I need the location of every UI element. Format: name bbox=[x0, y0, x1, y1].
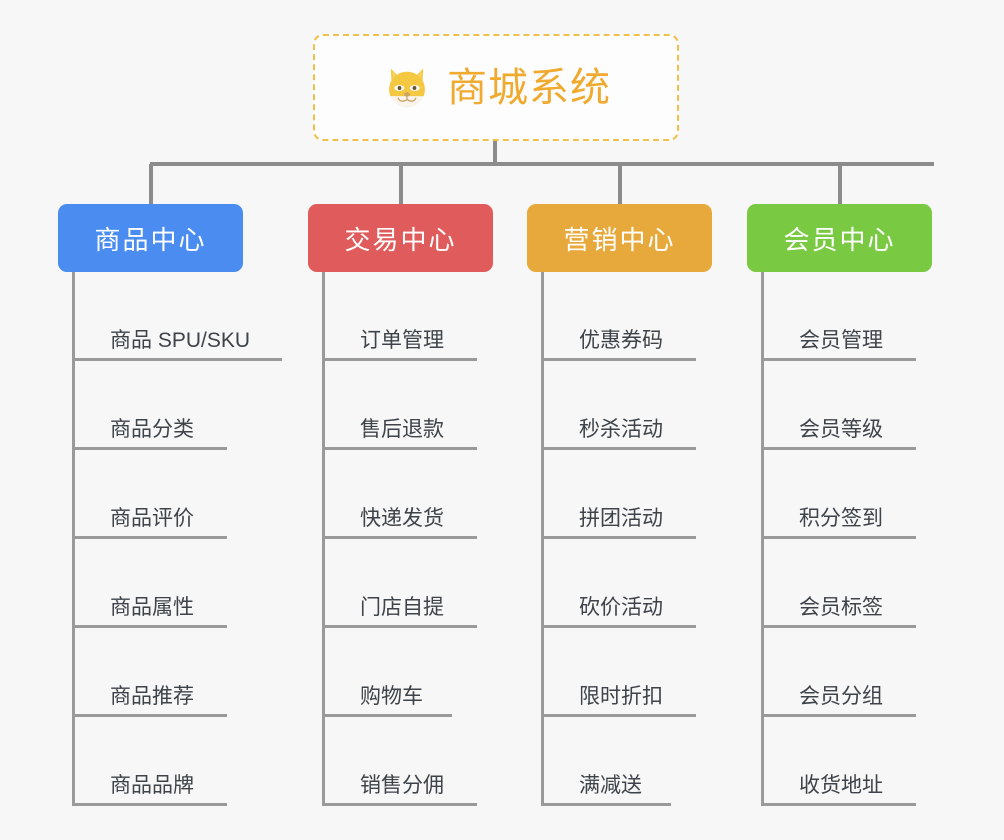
connector-root-stem bbox=[493, 141, 497, 164]
leaf-item-underline bbox=[541, 358, 696, 361]
leaf-item-underline bbox=[541, 447, 696, 450]
leaf-item[interactable]: 会员标签 bbox=[761, 539, 916, 628]
leaf-item-label: 订单管理 bbox=[360, 329, 444, 352]
category-label: 商品中心 bbox=[94, 224, 207, 255]
leaf-item-label: 积分签到 bbox=[799, 507, 883, 530]
leaf-item[interactable]: 购物车 bbox=[322, 628, 452, 717]
leaf-trunk bbox=[322, 272, 325, 806]
connector-drop-3 bbox=[617, 164, 622, 204]
leaf-item-underline bbox=[72, 714, 227, 717]
leaf-item-label: 商品 SPU/SKU bbox=[110, 329, 251, 352]
leaf-item-underline bbox=[761, 358, 916, 361]
leaf-item-label: 限时折扣 bbox=[579, 685, 663, 708]
leaf-item-label: 商品评价 bbox=[110, 507, 194, 530]
leaf-item-label: 砍价活动 bbox=[579, 596, 663, 619]
leaf-item-label: 门店自提 bbox=[360, 596, 444, 619]
leaf-item-underline bbox=[72, 536, 227, 539]
leaf-item-label: 购物车 bbox=[360, 685, 423, 708]
leaf-item[interactable]: 积分签到 bbox=[761, 450, 916, 539]
leaf-item-underline bbox=[322, 447, 477, 450]
leaf-item-label: 会员等级 bbox=[799, 418, 883, 441]
leaf-item[interactable]: 会员等级 bbox=[761, 361, 916, 450]
leaf-item[interactable]: 商品分类 bbox=[72, 361, 227, 450]
leaf-item-label: 收货地址 bbox=[799, 774, 883, 797]
leaf-item-underline bbox=[322, 358, 477, 361]
root-node-shopping-mall-system[interactable]: 商城系统 bbox=[313, 34, 679, 141]
leaf-item-label: 售后退款 bbox=[360, 418, 444, 441]
category-box-4[interactable]: 会员中心 bbox=[747, 204, 932, 272]
leaf-item[interactable]: 商品推荐 bbox=[72, 628, 227, 717]
root-node-title: 商城系统 bbox=[447, 65, 611, 110]
connector-drop-4 bbox=[837, 164, 842, 204]
category-box-2[interactable]: 交易中心 bbox=[308, 204, 493, 272]
leaf-item-underline bbox=[72, 803, 227, 806]
leaf-item-label: 快递发货 bbox=[360, 507, 444, 530]
leaf-item[interactable]: 拼团活动 bbox=[541, 450, 696, 539]
leaf-item-underline bbox=[322, 536, 477, 539]
leaf-item[interactable]: 商品评价 bbox=[72, 450, 227, 539]
leaf-item-underline bbox=[322, 714, 452, 717]
connector-drop-1 bbox=[148, 164, 153, 204]
leaf-item[interactable]: 快递发货 bbox=[322, 450, 477, 539]
leaf-item-underline bbox=[72, 358, 282, 361]
leaf-item[interactable]: 售后退款 bbox=[322, 361, 477, 450]
leaf-item[interactable]: 商品品牌 bbox=[72, 717, 227, 806]
leaf-item-label: 秒杀活动 bbox=[579, 418, 663, 441]
leaf-item-label: 商品推荐 bbox=[110, 685, 194, 708]
leaf-item-label: 商品属性 bbox=[110, 596, 194, 619]
leaf-item[interactable]: 收货地址 bbox=[761, 717, 916, 806]
leaf-item-underline bbox=[541, 714, 696, 717]
leaf-item[interactable]: 限时折扣 bbox=[541, 628, 696, 717]
leaf-item-underline bbox=[761, 536, 916, 539]
leaf-item-label: 优惠券码 bbox=[579, 329, 663, 352]
leaf-item-underline bbox=[761, 447, 916, 450]
leaf-item-label: 销售分佣 bbox=[360, 774, 444, 797]
leaf-item-label: 满减送 bbox=[579, 774, 642, 797]
shiba-dog-face-icon bbox=[389, 68, 425, 107]
category-box-3[interactable]: 营销中心 bbox=[527, 204, 712, 272]
leaf-item-label: 会员分组 bbox=[799, 685, 883, 708]
leaf-item-label: 会员管理 bbox=[799, 329, 883, 352]
leaf-item[interactable]: 商品属性 bbox=[72, 539, 227, 628]
leaf-trunk bbox=[541, 272, 544, 806]
leaf-trunk bbox=[72, 272, 75, 806]
leaf-item[interactable]: 销售分佣 bbox=[322, 717, 477, 806]
leaf-item[interactable]: 门店自提 bbox=[322, 539, 477, 628]
leaf-trunk bbox=[761, 272, 764, 806]
leaf-item[interactable]: 秒杀活动 bbox=[541, 361, 696, 450]
leaf-item-underline bbox=[761, 803, 916, 806]
leaf-item-label: 拼团活动 bbox=[579, 507, 663, 530]
leaf-item-underline bbox=[541, 803, 671, 806]
category-label: 营销中心 bbox=[563, 224, 676, 255]
leaf-item-underline bbox=[72, 625, 227, 628]
leaf-item[interactable]: 砍价活动 bbox=[541, 539, 696, 628]
leaf-item-underline bbox=[72, 447, 227, 450]
leaf-item-label: 会员标签 bbox=[799, 596, 883, 619]
leaf-item-underline bbox=[322, 803, 477, 806]
connector-drop-2 bbox=[398, 164, 403, 204]
leaf-item[interactable]: 满减送 bbox=[541, 717, 671, 806]
leaf-item[interactable]: 优惠券码 bbox=[541, 272, 696, 361]
leaf-item-label: 商品品牌 bbox=[110, 774, 194, 797]
category-box-1[interactable]: 商品中心 bbox=[58, 204, 243, 272]
leaf-item[interactable]: 会员分组 bbox=[761, 628, 916, 717]
leaf-item-underline bbox=[761, 625, 916, 628]
leaf-item[interactable]: 会员管理 bbox=[761, 272, 916, 361]
connector-horizontal-bus bbox=[150, 162, 934, 166]
leaf-item-underline bbox=[761, 714, 916, 717]
leaf-item-underline bbox=[322, 625, 477, 628]
leaf-item[interactable]: 商品 SPU/SKU bbox=[72, 272, 282, 361]
category-label: 会员中心 bbox=[783, 224, 896, 255]
leaf-item-label: 商品分类 bbox=[110, 418, 194, 441]
category-label: 交易中心 bbox=[344, 224, 457, 255]
leaf-item-underline bbox=[541, 536, 696, 539]
leaf-item-underline bbox=[541, 625, 696, 628]
leaf-item[interactable]: 订单管理 bbox=[322, 272, 477, 361]
root-node-content: 商城系统 bbox=[381, 62, 611, 114]
